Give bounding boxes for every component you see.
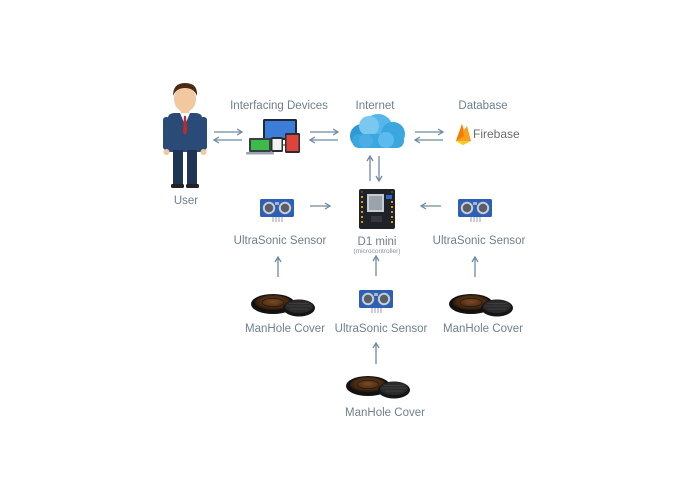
user-label: User [173, 195, 199, 207]
devices-icon [246, 119, 300, 155]
microcontroller-icon [359, 189, 395, 229]
ultrasonic-sensor-icon [259, 198, 295, 223]
sensor-left-label: UltraSonic Sensor [233, 235, 327, 247]
cover-center-label: ManHole Cover [345, 407, 425, 419]
firebase-flame-icon [456, 124, 471, 145]
manhole-cover-icon [345, 375, 411, 399]
ultrasonic-sensor-icon [358, 289, 394, 314]
sensor-right-label: UltraSonic Sensor [432, 235, 526, 247]
sensor-bottom-label: UltraSonic Sensor [334, 323, 428, 335]
user-figure-icon [163, 83, 207, 188]
manhole-cover-icon [448, 293, 514, 317]
connection-arrows [212, 128, 479, 364]
cover-right-label: ManHole Cover [443, 323, 523, 335]
cover-left-label: ManHole Cover [245, 323, 325, 335]
manhole-cover-icon [250, 293, 316, 317]
d1-mini-label: D1 mini [357, 236, 397, 248]
interfacing-devices-label: Interfacing Devices [230, 100, 328, 112]
internet-label: Internet [355, 100, 395, 112]
database-label: Database [458, 100, 508, 112]
ultrasonic-sensor-icon [457, 198, 493, 223]
cloud-icon [350, 114, 405, 148]
firebase-label: Firebase [473, 127, 520, 141]
microcontroller-label: (microcontroller) [353, 248, 401, 255]
